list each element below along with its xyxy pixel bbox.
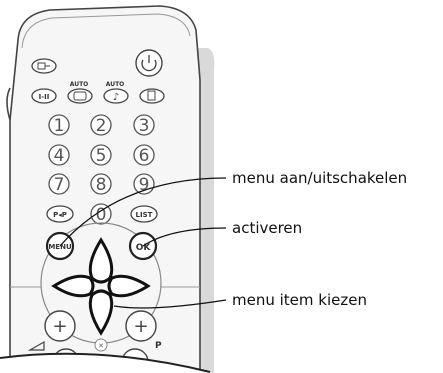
cursor-left-button[interactable] — [51, 274, 95, 298]
digit-button-8[interactable]: 8 — [90, 173, 112, 195]
list-button[interactable]: LIST — [130, 205, 158, 223]
picture-icon — [73, 91, 87, 101]
digit-button-0[interactable]: 0 — [90, 203, 112, 225]
leader-line-ok — [142, 227, 227, 247]
digit-label: 2 — [96, 116, 107, 136]
plus-icon: + — [52, 316, 67, 337]
timer-icon — [147, 90, 156, 101]
auto-label-right: AUTO — [106, 81, 125, 88]
remote-cutoff-edge — [0, 353, 210, 373]
program-up-button[interactable]: + — [125, 310, 157, 342]
leader-line-arrows — [113, 299, 227, 309]
music-note-icon: ♪ — [113, 92, 119, 103]
digit-label: 4 — [54, 146, 65, 166]
picture-auto-button[interactable] — [67, 88, 93, 104]
teletext-button[interactable] — [31, 58, 57, 74]
digit-label: 5 — [96, 146, 107, 166]
digit-button-3[interactable]: 3 — [133, 114, 155, 136]
volume-icon — [27, 340, 45, 351]
digit-keypad: 1 2 3 4 5 6 7 8 9 — [48, 114, 155, 195]
sound-mode-label: I-II — [39, 93, 50, 101]
cursor-right-button[interactable] — [107, 274, 151, 298]
ok-button-label: OK — [136, 243, 152, 253]
cursor-down-button[interactable] — [88, 289, 114, 336]
cursor-up-button[interactable] — [88, 237, 114, 284]
clock-button[interactable] — [139, 88, 165, 104]
auto-label-left: AUTO — [70, 81, 89, 88]
digit-button-9[interactable]: 9 — [133, 173, 155, 195]
digit-label: 1 — [54, 116, 65, 136]
plus-icon: + — [133, 316, 148, 337]
digit-label: 7 — [54, 175, 65, 195]
callout-activate: activeren — [232, 219, 302, 237]
callout-select-item: menu item kiezen — [232, 291, 367, 309]
mute-button[interactable]: ✕ — [94, 338, 108, 352]
digit-label: 6 — [139, 146, 150, 166]
previous-program-label: P◂P — [53, 211, 67, 219]
leader-line-menu — [59, 177, 227, 247]
menu-button-label: MENU — [48, 243, 72, 251]
remote-side-grip — [6, 87, 11, 121]
remote-cutoff-line — [0, 352, 211, 373]
sound-mode-button[interactable]: I-II — [31, 88, 57, 104]
digit-button-1[interactable]: 1 — [48, 114, 70, 136]
mute-icon: ✕ — [98, 342, 104, 350]
digit-label: 8 — [96, 175, 107, 195]
digit-label: 9 — [139, 175, 150, 195]
digit-button-7[interactable]: 7 — [48, 173, 70, 195]
digit-button-4[interactable]: 4 — [48, 144, 70, 166]
volume-up-button[interactable]: + — [44, 310, 76, 342]
digit-button-2[interactable]: 2 — [90, 114, 112, 136]
digit-button-5[interactable]: 5 — [90, 144, 112, 166]
digit-button-6[interactable]: 6 — [133, 144, 155, 166]
sound-auto-button[interactable]: ♪ — [103, 88, 129, 104]
previous-program-button[interactable]: P◂P — [46, 205, 74, 223]
remote-inner-edge — [21, 13, 191, 49]
power-button[interactable] — [135, 49, 163, 77]
program-label: P — [155, 341, 162, 351]
callout-menu-toggle: menu aan/uitschakelen — [232, 169, 407, 187]
digit-label: 3 — [139, 116, 150, 136]
digit-label: 0 — [96, 205, 107, 225]
list-label: LIST — [136, 211, 153, 219]
